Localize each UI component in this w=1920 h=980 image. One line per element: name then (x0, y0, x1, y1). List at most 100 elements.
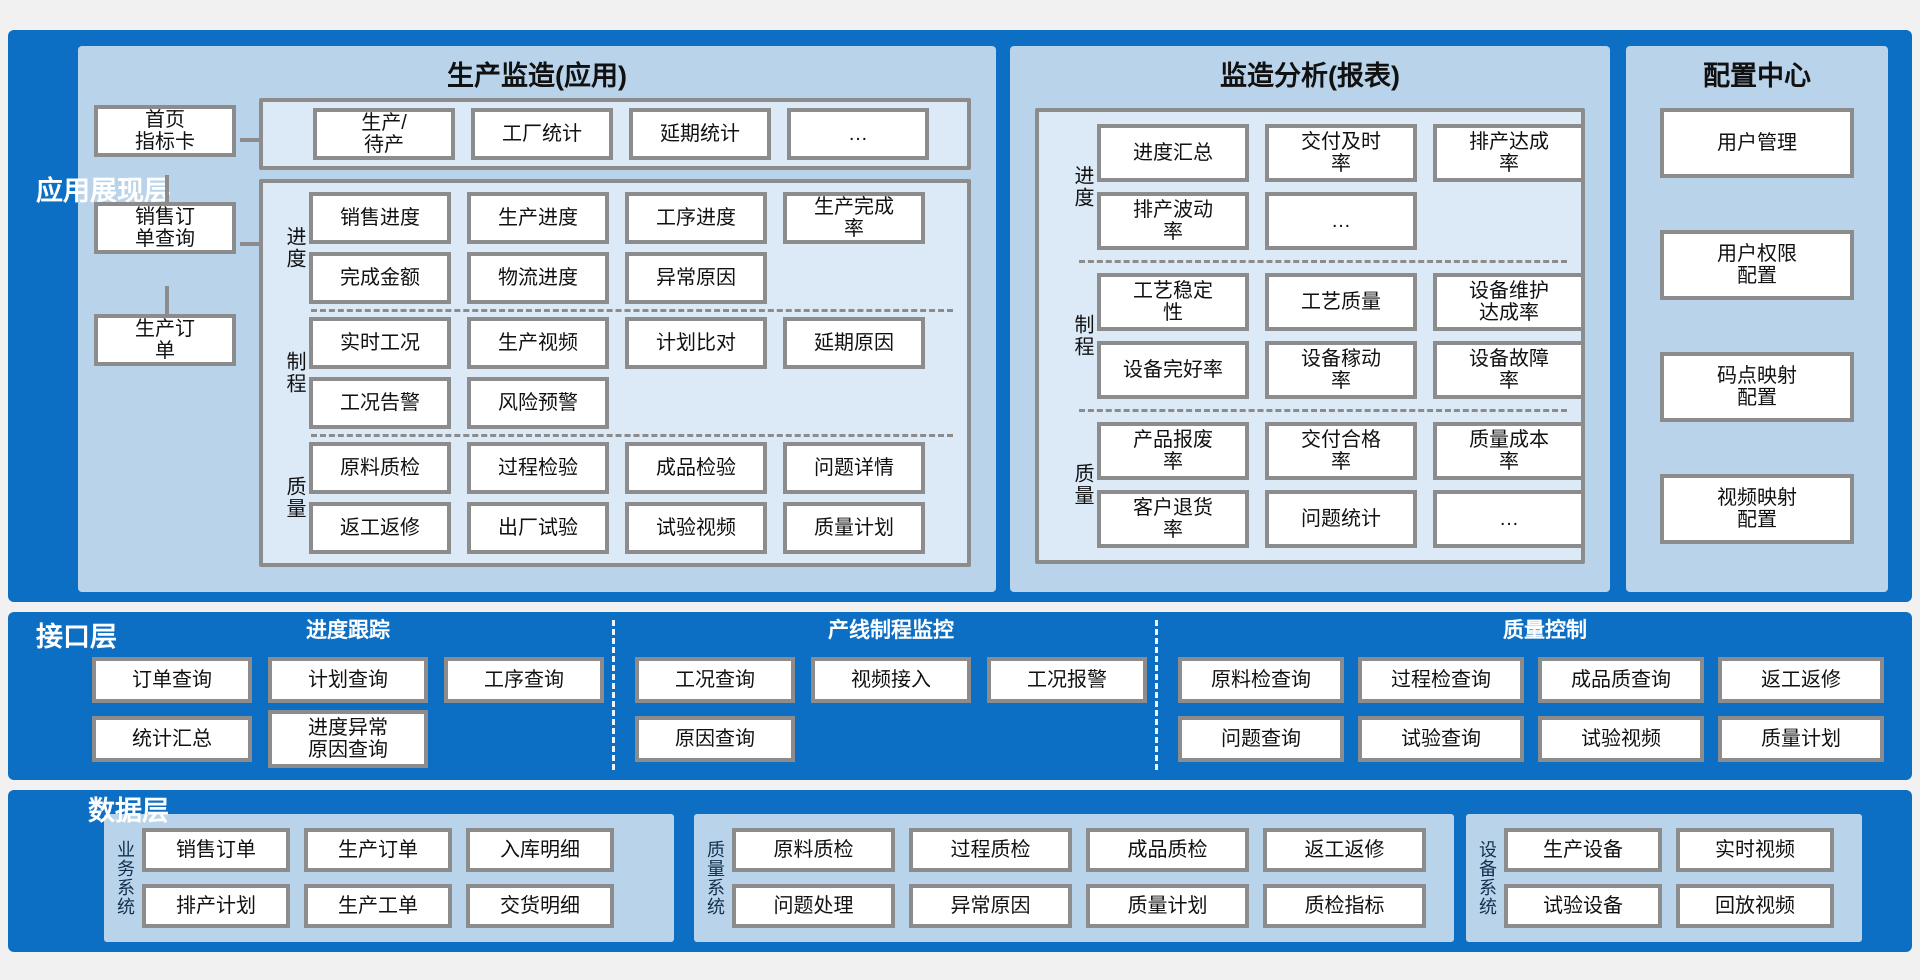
node-user-permission-config: 用户权限 配置 (1660, 230, 1854, 300)
node-box: 工艺质量 (1265, 273, 1417, 331)
node-box: 产品报废 率 (1097, 422, 1249, 480)
node-box: 生产进度 (467, 192, 609, 244)
overview-row-container: 生产/ 待产 工厂统计 延期统计 … (259, 98, 971, 170)
node-sales-order-query: 销售订 单查询 (94, 202, 236, 254)
node-box: 交付及时 率 (1265, 124, 1417, 182)
node-box: 生产完成 率 (783, 192, 925, 244)
node-box: 实时工况 (309, 317, 451, 369)
panel-title: 监造分析(报表) (1220, 61, 1400, 91)
node-box: 物流进度 (467, 252, 609, 304)
node-box: 排产达成 率 (1433, 124, 1585, 182)
node-box: 实时视频 (1676, 828, 1834, 872)
node-box: 试验查询 (1358, 716, 1524, 762)
data-layer-band: 数据层 业务系统 销售订单 生产订单 入库明细 排产计划 生产工单 交货明细 (8, 790, 1912, 952)
node-box: 原因查询 (635, 716, 795, 762)
node-box: 生产订单 (304, 828, 452, 872)
section-label: 制程 (283, 351, 305, 395)
group-label: 质量系统 (705, 840, 725, 916)
app-layer-label: 应用展现层 (36, 176, 171, 206)
node-box: 工序进度 (625, 192, 767, 244)
data-layer-label: 数据层 (88, 796, 169, 826)
node-box: 过程检查询 (1358, 657, 1524, 703)
dashed-separator (612, 620, 615, 770)
interface-layer-band: 接口层 进度跟踪 订单查询 计划查询 工序查询 统计汇总 进度异常 原因查询 产… (8, 612, 1912, 780)
node-box: 完成金额 (309, 252, 451, 304)
node-box: 计划比对 (625, 317, 767, 369)
node-box: 问题统计 (1265, 490, 1417, 548)
node-box: 进度汇总 (1097, 124, 1249, 182)
node-box: 交付合格 率 (1265, 422, 1417, 480)
node-box-ellipsis: … (1265, 192, 1417, 250)
node-box: 异常原因 (909, 884, 1072, 928)
section-label: 质量 (283, 476, 305, 520)
node-box: 工况查询 (635, 657, 795, 703)
node-box: 成品检验 (625, 442, 767, 494)
node-box: 返工返修 (1263, 828, 1426, 872)
node-box: 工厂统计 (471, 108, 613, 160)
group-label: 设备系统 (1477, 840, 1497, 916)
node-box: 排产波动 率 (1097, 192, 1249, 250)
dashed-divider (1079, 409, 1567, 412)
interface-group-quality-control: 质量控制 原料检查询 过程检查询 成品质查询 返工返修 问题查询 试验查询 试验… (1178, 618, 1912, 770)
node-box: 成品质检 (1086, 828, 1249, 872)
panel-title: 生产监造(应用) (447, 61, 627, 91)
node-box: 异常原因 (625, 252, 767, 304)
node-box: 工艺稳定 性 (1097, 273, 1249, 331)
group-title: 产线制程监控 (828, 619, 954, 642)
node-box: 设备故障 率 (1433, 341, 1585, 399)
node-box: 工况告警 (309, 377, 451, 429)
panel-config-center: 配置中心 用户管理 用户权限 配置 码点映射 配置 视频映射 配置 (1626, 46, 1888, 592)
node-box: 设备稼动 率 (1265, 341, 1417, 399)
interface-group-progress-tracking: 进度跟踪 订单查询 计划查询 工序查询 统计汇总 进度异常 原因查询 (92, 618, 612, 770)
node-box: 过程检验 (467, 442, 609, 494)
section-process: 制程 实时工况 生产视频 计划比对 延期原因 工况告警 风险预警 (263, 312, 967, 434)
node-box: 视频接入 (811, 657, 971, 703)
node-box: 质量计划 (783, 502, 925, 554)
node-home-indicator-card: 首页 指标卡 (94, 105, 236, 157)
node-box: 客户退货 率 (1097, 490, 1249, 548)
sections-container: 进度 销售进度 生产进度 工序进度 生产完成 率 完成金额 物流进度 异常原因 (259, 179, 971, 567)
sections-container: 进度 进度汇总 交付及时 率 排产达成 率 排产波动 率 … (1035, 108, 1585, 564)
dashed-separator (1155, 620, 1158, 770)
interface-group-line-process-monitoring: 产线制程监控 工况查询 视频接入 工况报警 原因查询 (635, 618, 1155, 770)
node-box: 生产工单 (304, 884, 452, 928)
node-box: 成品质查询 (1538, 657, 1704, 703)
node-box: 问题详情 (783, 442, 925, 494)
node-box: 订单查询 (92, 657, 252, 703)
node-box: 试验视频 (1538, 716, 1704, 762)
connector-line (240, 138, 260, 142)
node-box: 交货明细 (466, 884, 614, 928)
section-quality: 质量 原料质检 过程检验 成品检验 问题详情 返工返修 出厂试验 试验视频 (263, 437, 967, 559)
node-box: 质量成本 率 (1433, 422, 1585, 480)
node-box: 生产视频 (467, 317, 609, 369)
node-box: 延期统计 (629, 108, 771, 160)
node-box: 问题查询 (1178, 716, 1344, 762)
node-box: 回放视频 (1676, 884, 1834, 928)
node-box: 质量计划 (1718, 716, 1884, 762)
section-quality: 质量 产品报废 率 交付合格 率 质量成本 率 客户退货 率 问题统计 … (1039, 412, 1585, 558)
node-box: 生产/ 待产 (313, 108, 455, 160)
interface-layer-label: 接口层 (36, 622, 117, 652)
node-box: 工况报警 (987, 657, 1147, 703)
node-box: 进度异常 原因查询 (268, 710, 428, 768)
data-group-quality-system: 质量系统 原料质检 过程质检 成品质检 返工返修 问题处理 异常原因 质量计划 … (694, 814, 1454, 942)
node-box: 问题处理 (732, 884, 895, 928)
section-label: 制程 (1071, 314, 1093, 358)
panel-production-supervision: 生产监造(应用) 首页 指标卡 销售订 单查询 生产订 单 生产/ 待产 工厂统… (78, 46, 996, 592)
node-box: 计划查询 (268, 657, 428, 703)
node-box: 入库明细 (466, 828, 614, 872)
node-box: 试验视频 (625, 502, 767, 554)
node-box-ellipsis: … (787, 108, 929, 160)
node-box: 质量计划 (1086, 884, 1249, 928)
connector-line (240, 242, 260, 246)
dashed-divider (311, 434, 953, 437)
connector-line (165, 175, 169, 202)
node-box: 统计汇总 (92, 716, 252, 762)
node-box-ellipsis: … (1433, 490, 1585, 548)
group-title: 质量控制 (1503, 619, 1587, 642)
node-box: 过程质检 (909, 828, 1072, 872)
section-label: 质量 (1071, 463, 1093, 507)
node-box: 销售进度 (309, 192, 451, 244)
group-label: 业务系统 (115, 840, 135, 916)
